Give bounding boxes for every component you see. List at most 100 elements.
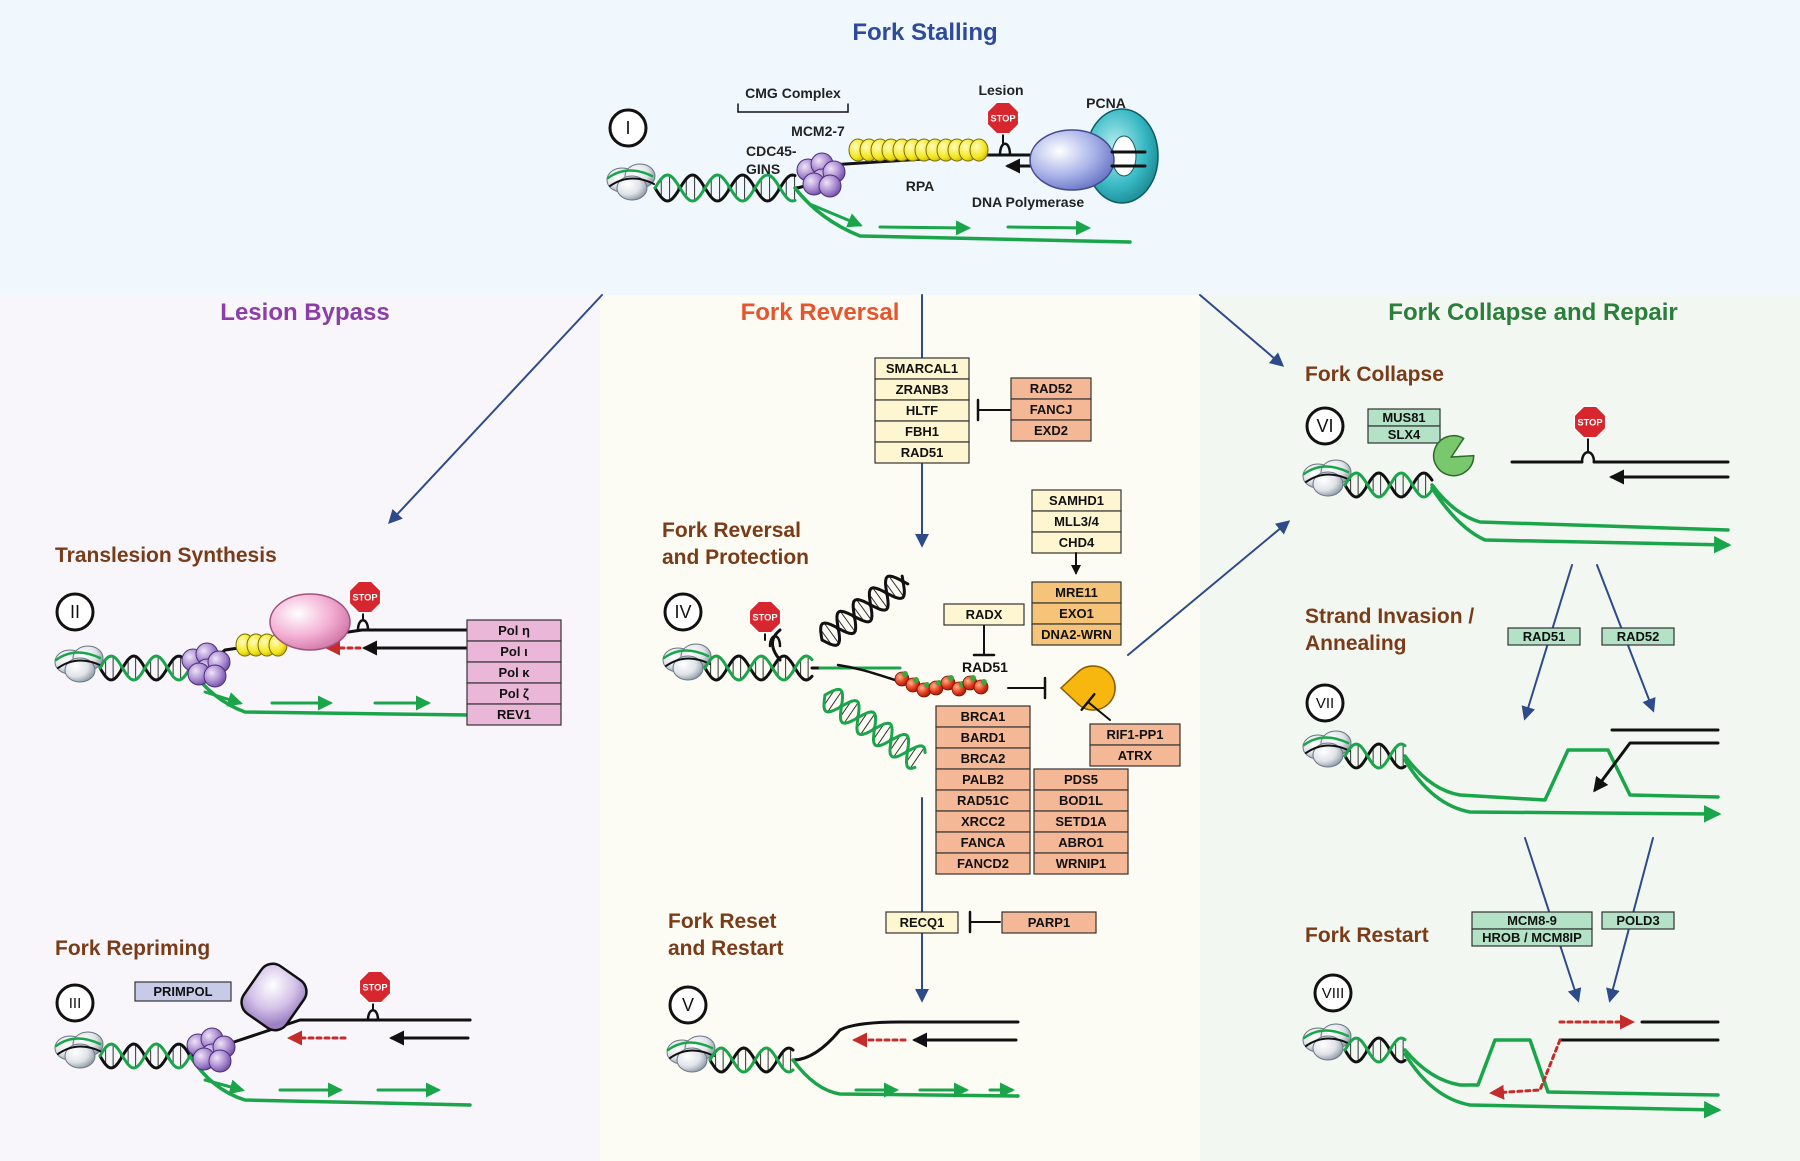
stage-III-primpol-box <box>134 981 232 1002</box>
helix-strand-dark <box>1343 1036 1407 1064</box>
rad51-dot <box>913 677 919 683</box>
stage-IV-protector-left-box-4-label: RAD51C <box>957 793 1010 808</box>
histone <box>676 1047 708 1073</box>
stage-IV-title-2: and Protection <box>662 546 809 569</box>
stage-IV-inhibitor-box-0-label: RAD52 <box>1030 381 1073 396</box>
stage-IV-protector-left-box-3-label: PALB2 <box>962 772 1004 787</box>
stage-VIII-pold3-box-label: POLD3 <box>1616 913 1659 928</box>
arrow-to-lesion-bypass <box>388 294 603 525</box>
helix-strand-green <box>703 654 814 682</box>
stage-VI-nuclease-pacman <box>1432 434 1475 477</box>
header-fork-reversal: Fork Reversal <box>741 299 900 326</box>
stage-V-nucleosome <box>666 1035 716 1073</box>
stage-IV-recruiter-box-2-label: CHD4 <box>1059 535 1095 550</box>
stage-II-tls-box-1-label: Pol ι <box>500 644 528 659</box>
base-pair <box>868 593 881 610</box>
base-pair <box>827 690 843 713</box>
stage-IV-protector-left-box-7 <box>935 852 1031 875</box>
stage-IV-protector-right-box-0-label: PDS5 <box>1064 772 1098 787</box>
stage-IV-nascent-arm <box>822 687 927 770</box>
stage-II-tls-box-0-label: Pol η <box>498 623 530 638</box>
nucleosome-dna-green <box>1302 1029 1350 1040</box>
header-fork-stalling: Fork Stalling <box>852 19 997 46</box>
stage-VI-strand-top <box>1430 483 1730 532</box>
nucleosome-dna-green <box>666 1041 714 1052</box>
stage-VI-strand-bottom <box>1430 486 1732 554</box>
stage-V-circle <box>668 985 708 1025</box>
panel-fork-collapse <box>1200 295 1800 1161</box>
header-lesion-bypass: Lesion Bypass <box>220 299 389 326</box>
stage-IV-rif1-box-1 <box>1089 744 1181 767</box>
stage-VIII-invading-strand <box>1403 1038 1720 1097</box>
stage-IV-regressed-arm-dark <box>820 574 906 647</box>
stage-III-stop-sign <box>358 970 392 1004</box>
base-pair <box>885 582 897 599</box>
arrow-to-fork-collapse <box>1199 294 1285 367</box>
stage-II-tls-box-3-label: Pol ζ <box>499 686 529 701</box>
stage-I-polymerase-label: DNA Polymerase <box>972 194 1085 210</box>
stage-V-leading-template <box>791 1020 1020 1062</box>
base-pair <box>888 575 905 597</box>
histone <box>1312 1035 1344 1061</box>
stage-IV-stop-sign-label: STOP <box>752 612 777 622</box>
stage-IV-parental-helix <box>703 654 814 682</box>
stage-II-tls-polymerase <box>269 593 351 651</box>
helix-strand-green <box>1343 1036 1407 1064</box>
base-pair <box>872 723 885 740</box>
stage-I-okazaki-1 <box>810 203 863 228</box>
helix-strand-dark <box>1343 742 1407 770</box>
base-pair <box>839 701 852 718</box>
stage-I-parental-helix <box>653 173 797 203</box>
panel-lesion-bypass <box>0 295 600 1161</box>
histone <box>64 1043 96 1069</box>
histone <box>1312 471 1344 497</box>
stage-VIII-pold3-box <box>1601 911 1675 930</box>
nucleosome-dna-green <box>1302 465 1350 476</box>
stage-VIII-d-loop-extension <box>1489 1038 1562 1100</box>
stage-IV-nucleosome <box>662 643 712 681</box>
stage-V-circle-label: V <box>682 995 694 1015</box>
histone <box>672 655 704 681</box>
stage-I-circle <box>608 108 648 148</box>
mcm-subunit <box>208 1049 232 1073</box>
stage-VI-stop-sign-label: STOP <box>1577 417 1602 427</box>
stage-IV-lesion-bump <box>768 635 782 648</box>
stage-III-stop-sign-label: STOP <box>362 982 387 992</box>
stage-I-stop-sign-label: STOP <box>990 113 1015 123</box>
stage-V-recq1-box <box>885 911 959 934</box>
base-pair <box>823 689 835 706</box>
stage-VI-nuclease-box-1-label: SLX4 <box>1388 427 1421 442</box>
stage-VIII-title: Fork Restart <box>1305 924 1429 947</box>
stage-IV-protector-left-box-2-label: BRCA2 <box>961 751 1006 766</box>
stage-III-cmg <box>186 1027 236 1073</box>
stage-IV-recruiter-box-1-label: MLL3/4 <box>1054 514 1100 529</box>
nucleosome-dna-dark <box>669 1049 715 1059</box>
helix-strand-green <box>708 1046 795 1074</box>
stage-VIII-hrob-box <box>1471 928 1593 947</box>
histone <box>1312 742 1344 768</box>
stage-VII-title-2: Annealing <box>1305 632 1407 655</box>
stage-VII-title-1: Strand Invasion / <box>1305 605 1474 628</box>
stage-V-title-2: and Restart <box>668 937 784 960</box>
stage-VII-rad52-box-label: RAD52 <box>1617 629 1660 644</box>
stage-VI-circle-label: VI <box>1316 416 1333 436</box>
stage-VIII-nucleosome <box>1302 1023 1352 1061</box>
stage-III-parental-helix <box>98 1042 192 1070</box>
stage-IV-protector-right-box-3-label: ABRO1 <box>1058 835 1104 850</box>
nucleosome-dna-dark <box>57 1045 103 1055</box>
stage-VI-stop-sign <box>1573 405 1607 439</box>
histone <box>616 175 648 201</box>
rad51-dot <box>902 671 908 677</box>
stage-IV-remodeler-box-3-label: FBH1 <box>905 424 939 439</box>
stage-VI-title: Fork Collapse <box>1305 363 1444 386</box>
stage-IV-protector-left-box-5-label: XRCC2 <box>961 814 1005 829</box>
nucleosome-dna-green <box>54 651 102 662</box>
stage-IV-protector-right-box-4 <box>1033 852 1129 875</box>
rad51-dot <box>970 675 976 681</box>
helix-strand-green <box>98 1042 192 1070</box>
stage-IV-recruiter-box-0-label: SAMHD1 <box>1049 493 1104 508</box>
stage-I-rpa-label: RPA <box>906 178 935 194</box>
stage-IV-regressed-arm-light <box>819 574 910 642</box>
stage-I-gins-label: GINS <box>746 161 780 177</box>
stage-IV-nuclease-box-2-label: DNA2-WRN <box>1041 627 1112 642</box>
